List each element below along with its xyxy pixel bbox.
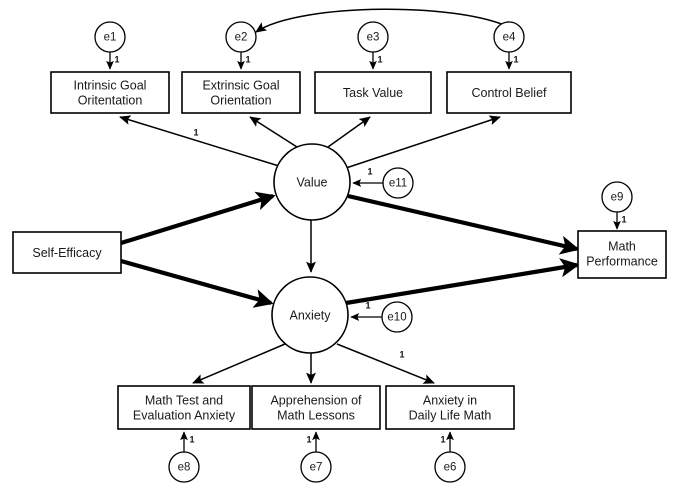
error-node-e1: e1 1 [94,21,126,70]
latent-label-value: Value [296,175,327,189]
path-self-efficacy-to-value [120,191,276,246]
weight-e11: 1 [367,166,372,176]
error-label-e2: e2 [235,32,248,44]
latent-node-anxiety[interactable]: Anxiety [271,276,349,354]
node-label-apprehension-line2: Math Lessons [277,408,355,422]
node-label-task-value: Task Value [343,86,403,100]
node-anxiety-daily-life-math[interactable]: Anxiety in Daily Life Math [385,385,515,430]
node-label-math-test-line1: Math Test and [145,393,223,407]
error-label-e3: e3 [367,32,380,44]
node-math-performance[interactable]: Math Performance [577,230,667,279]
weight-e10: 1 [365,300,370,310]
error-node-e8: e8 1 [168,431,200,483]
path-value-to-task-value [327,116,371,148]
error-node-e6: e6 1 [434,431,466,483]
weight-e9: 1 [621,214,626,224]
error-node-e7: e7 1 [300,431,332,483]
path-value-to-control-belief [345,115,501,169]
path-value-to-extrinsic [249,116,298,148]
latent-node-value[interactable]: Value [273,143,351,221]
error-label-e9: e9 [611,192,624,204]
error-label-e11: e11 [389,178,407,190]
node-label-daily-life-line2: Daily Life Math [409,408,492,422]
error-label-e6: e6 [444,462,457,474]
error-node-e9: e9 1 [601,181,633,230]
error-node-e4: e4 1 [493,21,525,70]
node-label-daily-life-line1: Anxiety in [423,393,477,407]
path-value-to-math-performance [347,193,580,255]
weight-e1: 1 [114,54,119,64]
node-intrinsic-goal-orientation[interactable]: Intrinsic Goal Oritentation [50,71,170,114]
path-value-to-intrinsic: 1 [119,115,280,167]
node-apprehension-math-lessons[interactable]: Apprehension of Math Lessons [251,385,381,430]
weight-e7: 1 [306,434,311,444]
error-node-e2: e2 1 [225,21,257,70]
weight-anxiety-daily-life: 1 [399,349,404,359]
node-control-belief[interactable]: Control Belief [446,71,572,114]
node-label-math-performance-line1: Math [608,239,636,253]
node-label-math-performance-line2: Performance [586,254,658,268]
node-self-efficacy[interactable]: Self-Efficacy [12,231,122,274]
node-label-intrinsic-line1: Intrinsic Goal [74,78,147,92]
weight-e4: 1 [513,54,518,64]
error-node-e11: e11 1 [352,166,414,199]
node-label-apprehension-line1: Apprehension of [270,393,362,407]
node-extrinsic-goal-orientation[interactable]: Extrinsic Goal Orientation [181,71,301,114]
weight-value-intrinsic: 1 [193,127,198,137]
node-label-extrinsic-line1: Extrinsic Goal [202,78,279,92]
error-node-e10: e10 1 [350,300,413,333]
path-anxiety-to-daily-life-math: 1 [336,343,435,384]
node-label-intrinsic-line2: Oritentation [78,93,143,107]
path-self-efficacy-to-anxiety [120,258,274,308]
error-label-e10: e10 [387,312,406,324]
error-label-e4: e4 [503,32,516,44]
node-task-value[interactable]: Task Value [314,71,432,114]
weight-e6: 1 [440,434,445,444]
node-label-extrinsic-line2: Orientation [210,93,271,107]
weight-e2: 1 [245,54,250,64]
error-label-e8: e8 [178,462,191,474]
node-math-test-evaluation-anxiety[interactable]: Math Test and Evaluation Anxiety [117,385,251,430]
path-anxiety-to-math-performance [345,258,580,306]
error-label-e7: e7 [310,462,323,474]
node-label-control-belief: Control Belief [471,86,547,100]
latent-label-anxiety: Anxiety [290,308,332,322]
error-node-e3: e3 1 [357,21,389,70]
node-label-math-test-line2: Evaluation Anxiety [133,408,236,422]
weight-e3: 1 [377,54,382,64]
node-label-self-efficacy: Self-Efficacy [32,246,102,260]
covariance-arrow-e2-e4 [255,8,515,33]
error-label-e1: e1 [104,32,117,44]
path-anxiety-to-math-test-anxiety [192,343,286,384]
weight-e8: 1 [189,434,194,444]
